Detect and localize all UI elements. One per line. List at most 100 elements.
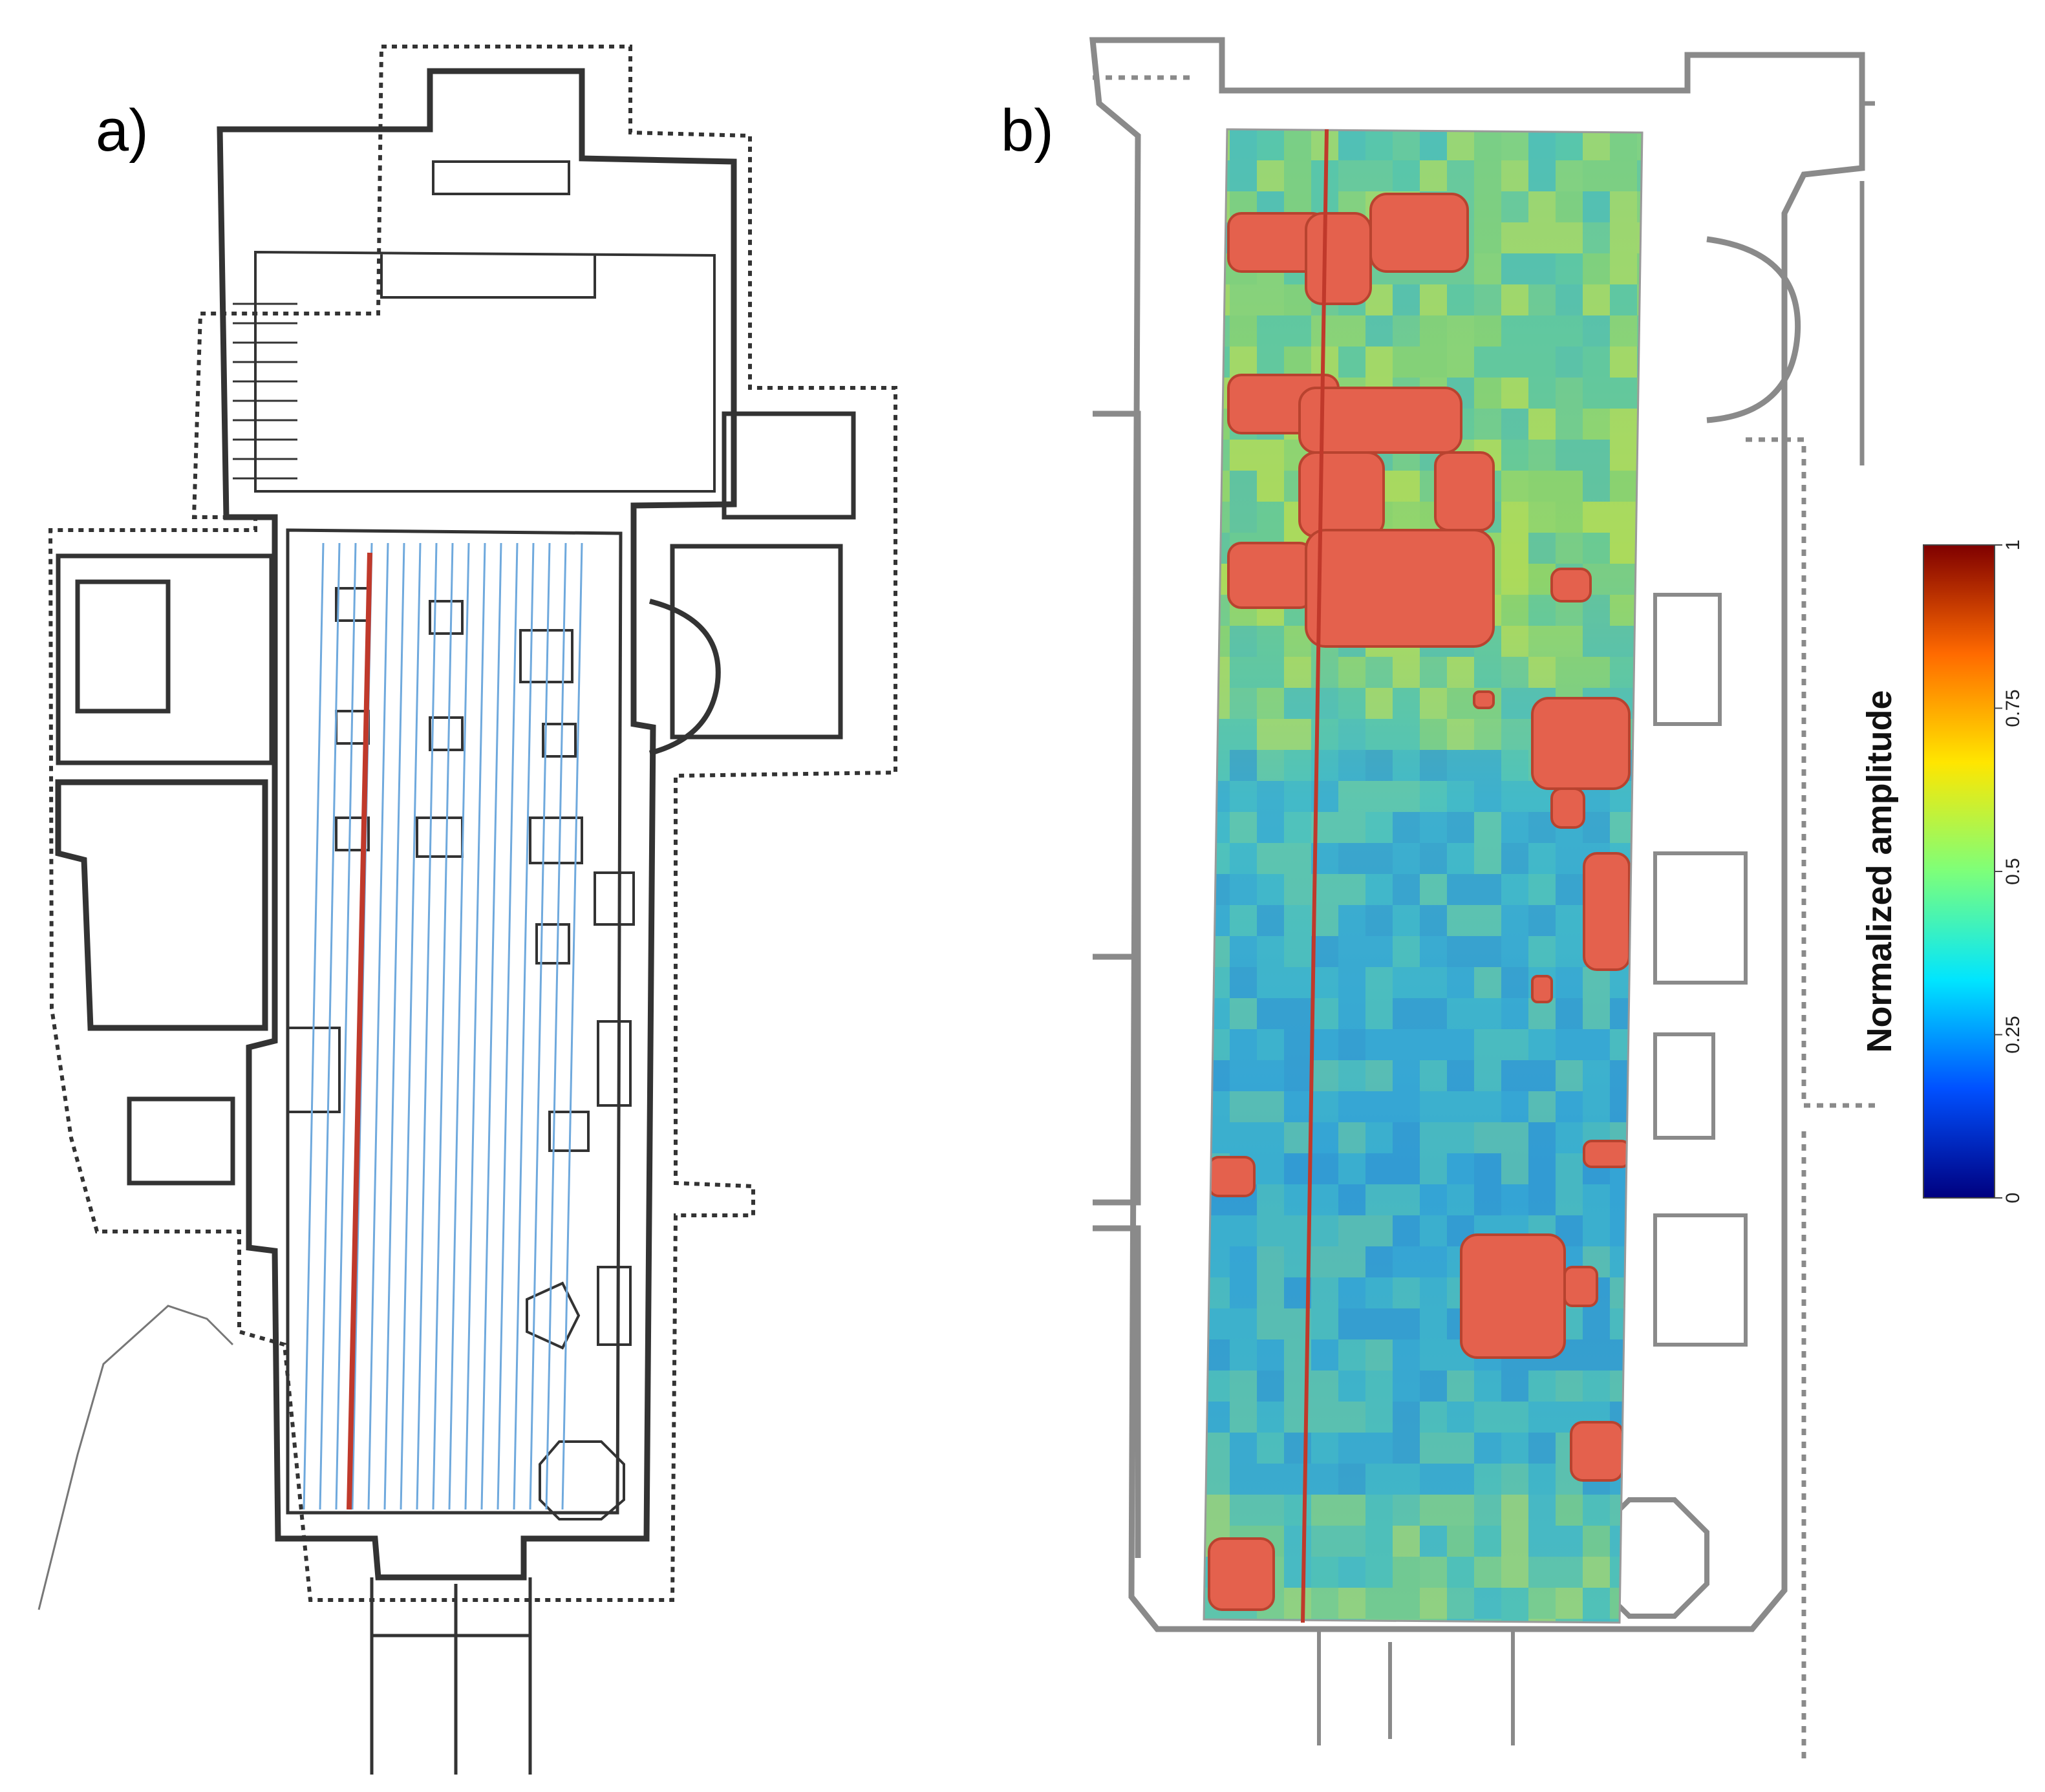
amplitude-cell [1447, 1588, 1474, 1619]
amplitude-cell [1637, 1215, 1642, 1246]
amplitude-cell [1393, 1060, 1420, 1091]
amplitude-cell [1393, 1619, 1420, 1623]
amplitude-cell [1257, 936, 1284, 967]
amplitude-cell [1204, 1029, 1230, 1060]
amplitude-cell [1610, 315, 1637, 347]
amplitude-cell [1528, 315, 1556, 347]
highlighted-survey-line-a [347, 552, 372, 1510]
amplitude-cell [1338, 1495, 1365, 1526]
amplitude-cell [1501, 284, 1528, 315]
amplitude-cell [1583, 1588, 1610, 1619]
amplitude-cell [1311, 1122, 1338, 1153]
amplitude-cell [1474, 222, 1501, 253]
right-apsidiole [648, 599, 721, 756]
amplitude-cell [1610, 967, 1637, 998]
amplitude-cell [1230, 688, 1257, 719]
amplitude-cell [1284, 1122, 1311, 1153]
amplitude-cell [1528, 843, 1556, 874]
amplitude-cell [1528, 874, 1556, 905]
amplitude-cell [1257, 502, 1284, 533]
amplitude-cell [1501, 1402, 1528, 1433]
amplitude-cell [1637, 1184, 1642, 1215]
amplitude-cell [1204, 409, 1230, 440]
amplitude-cell [1610, 191, 1637, 222]
amplitude-cell [1365, 1308, 1393, 1339]
amplitude-cell [1420, 1433, 1447, 1464]
amplitude-cell [1556, 1184, 1583, 1215]
amplitude-cell [1474, 874, 1501, 905]
amplitude-cell [1393, 1246, 1420, 1277]
amplitude-cell [1204, 347, 1230, 378]
amplitude-cell [1311, 1060, 1338, 1091]
outer-dotted-perimeter [48, 45, 897, 1602]
amplitude-cell [1637, 129, 1642, 160]
amplitude-cell [1556, 1122, 1583, 1153]
amplitude-cell [1338, 998, 1365, 1029]
amplitude-cell [1474, 409, 1501, 440]
right-room [670, 411, 856, 740]
amplitude-cell [1420, 1464, 1447, 1495]
amplitude-cell [1257, 315, 1284, 347]
amplitude-cell [1393, 129, 1420, 160]
amplitude-cell [1447, 874, 1474, 905]
amplitude-cell [1311, 936, 1338, 967]
amplitude-cell [1365, 843, 1393, 874]
amplitude-cell [1230, 1464, 1257, 1495]
amplitude-cell [1204, 1060, 1230, 1091]
amplitude-cell [1311, 1402, 1338, 1433]
amplitude-cell [1474, 843, 1501, 874]
amplitude-cell [1257, 1402, 1284, 1433]
amplitude-cell [1257, 967, 1284, 998]
amplitude-cell [1528, 409, 1556, 440]
amplitude-cell [1311, 1308, 1338, 1339]
plan-b-right-chapels [1653, 593, 1748, 1347]
amplitude-cell [1230, 936, 1257, 967]
amplitude-cell [1257, 1215, 1284, 1246]
amplitude-cell [1528, 191, 1556, 222]
amplitude-cell [1420, 1495, 1447, 1526]
main-wall-outline [217, 68, 737, 1581]
amplitude-cell [1501, 1091, 1528, 1122]
amplitude-cell [1556, 936, 1583, 967]
amplitude-cell [1420, 657, 1447, 688]
amplitude-cell [1257, 626, 1284, 657]
amplitude-cell [1583, 1339, 1610, 1371]
amplitude-cell [1528, 1526, 1556, 1557]
amplitude-cell [1637, 1060, 1642, 1091]
amplitude-cell [1284, 874, 1311, 905]
amplitude-cell [1637, 440, 1642, 471]
amplitude-cell [1257, 1060, 1284, 1091]
amplitude-cell [1501, 315, 1528, 347]
amplitude-cell [1393, 688, 1420, 719]
amplitude-cell [1338, 812, 1365, 843]
amplitude-cell [1230, 812, 1257, 843]
amplitude-cell [1257, 905, 1284, 936]
amplitude-cell [1447, 719, 1474, 750]
amplitude-cell [1204, 1246, 1230, 1277]
amplitude-cell [1583, 812, 1610, 843]
left-chapel-lower [127, 1096, 235, 1186]
amplitude-cell [1393, 1184, 1420, 1215]
amplitude-cell [1311, 1526, 1338, 1557]
amplitude-cell [1637, 347, 1642, 378]
amplitude-cell [1447, 1153, 1474, 1184]
amplitude-cell [1393, 1277, 1420, 1308]
amplitude-cell [1204, 378, 1230, 409]
amplitude-cell [1583, 626, 1610, 657]
amplitude-cell [1501, 936, 1528, 967]
amplitude-cell [1230, 657, 1257, 688]
amplitude-cell [1311, 1619, 1338, 1623]
amplitude-cell [1204, 936, 1230, 967]
amplitude-cell [1365, 129, 1393, 160]
amplitude-cell [1284, 843, 1311, 874]
amplitude-cell [1204, 905, 1230, 936]
amplitude-cell [1284, 160, 1311, 191]
amplitude-cell [1393, 719, 1420, 750]
amplitude-cell [1501, 874, 1528, 905]
amplitude-cell [1528, 471, 1556, 502]
entrance-porch [370, 1577, 532, 1775]
amplitude-cell [1474, 1184, 1501, 1215]
amplitude-cell [1311, 1588, 1338, 1619]
amplitude-cell [1501, 688, 1528, 719]
